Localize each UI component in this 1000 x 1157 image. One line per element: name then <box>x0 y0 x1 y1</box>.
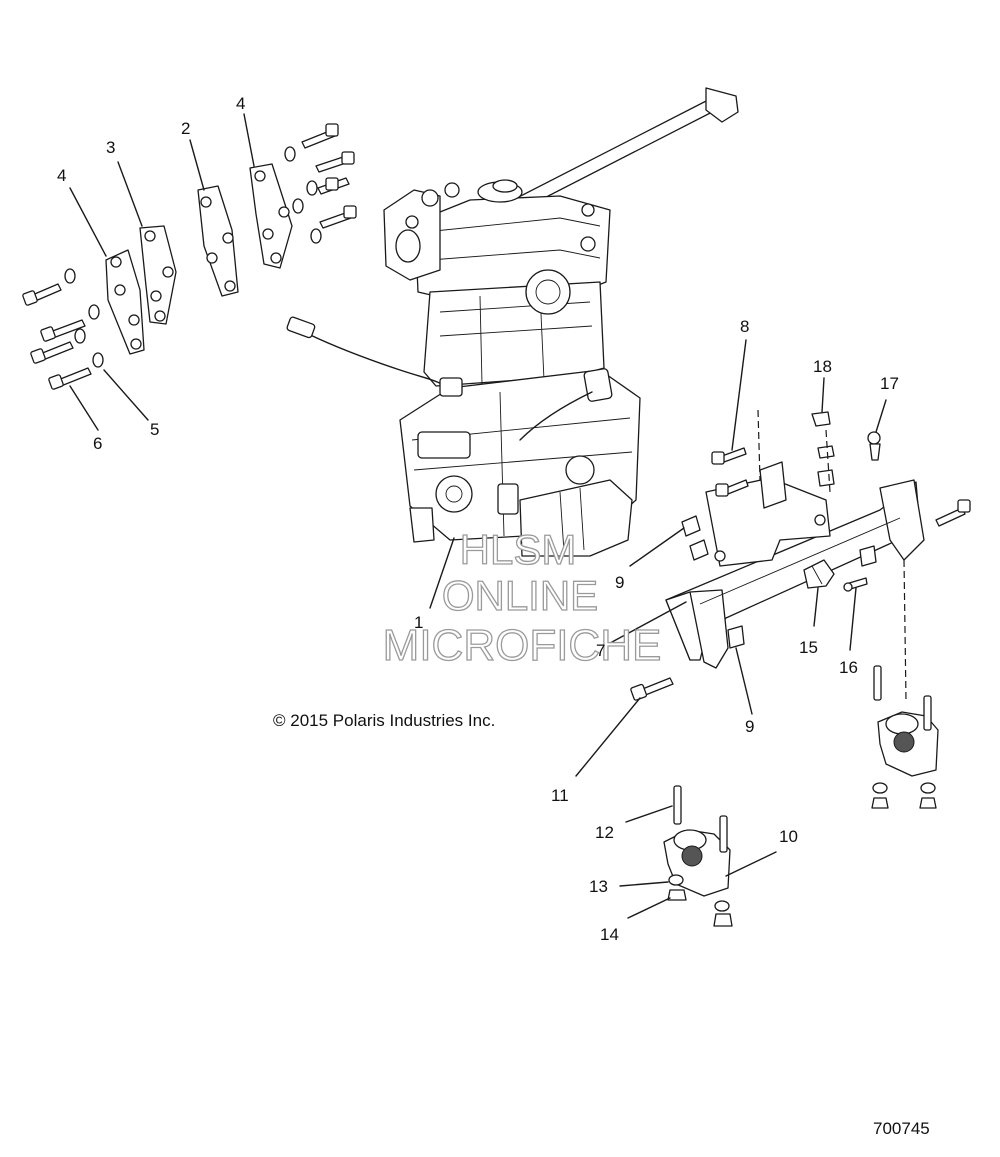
figure-id: 700745 <box>873 1119 930 1138</box>
watermark-line2: ONLINE <box>442 572 598 619</box>
clip-18 <box>811 411 835 487</box>
watermark-line1: HLSM <box>460 526 577 573</box>
callouts: 1 2 3 4 4 5 6 7 8 9 9 10 11 12 13 14 15 … <box>57 94 899 944</box>
callout-3: 3 <box>106 138 115 157</box>
callout-5: 5 <box>150 420 159 439</box>
bolt-11 <box>630 677 674 701</box>
callout-12: 12 <box>595 823 614 842</box>
watermark: HLSM ONLINE MICROFICHE <box>382 525 662 670</box>
callout-7: 7 <box>596 641 605 660</box>
callout-1: 1 <box>414 613 423 632</box>
callout-2: 2 <box>181 119 190 138</box>
copyright-text: © 2015 Polaris Industries Inc. <box>273 711 495 730</box>
bolt-right <box>935 499 971 527</box>
callout-9-upper: 9 <box>615 573 624 592</box>
leader-lines <box>69 113 887 919</box>
clamp-15 <box>803 559 835 589</box>
engine-assembly <box>286 87 739 557</box>
washer-13 <box>668 874 684 886</box>
engine-mount-upper-right <box>871 665 939 809</box>
callout-16: 16 <box>839 658 858 677</box>
callout-4-outer: 4 <box>57 166 66 185</box>
clip-17 <box>867 431 881 461</box>
mount-plate-4-inner <box>249 163 293 269</box>
callout-18: 18 <box>813 357 832 376</box>
callout-6: 6 <box>93 434 102 453</box>
callout-14: 14 <box>600 925 619 944</box>
mount-plate-2 <box>197 185 239 297</box>
callout-9-lower: 9 <box>745 717 754 736</box>
engine-mount-10 <box>663 785 731 897</box>
nuts-9 <box>681 515 877 649</box>
hardware-lower-right <box>713 900 733 927</box>
screw-16 <box>843 577 868 592</box>
bolts-plate-upper <box>284 123 357 244</box>
bolts-6 <box>22 283 92 390</box>
callout-4-inner: 4 <box>236 94 245 113</box>
watermark-line3: MICROFICHE <box>383 621 662 670</box>
callout-13: 13 <box>589 877 608 896</box>
callout-10: 10 <box>779 827 798 846</box>
nut-14 <box>667 889 687 901</box>
callout-15: 15 <box>799 638 818 657</box>
mount-bracket-7 <box>665 461 925 669</box>
alignment-lines <box>757 409 907 701</box>
mount-plate-3 <box>139 225 177 325</box>
washers-5 <box>64 268 104 368</box>
callout-11: 11 <box>551 786 569 805</box>
callout-8: 8 <box>740 317 749 336</box>
bolts-8 <box>711 447 749 497</box>
callout-17: 17 <box>880 374 899 393</box>
mount-plate-4-outer <box>105 249 145 355</box>
